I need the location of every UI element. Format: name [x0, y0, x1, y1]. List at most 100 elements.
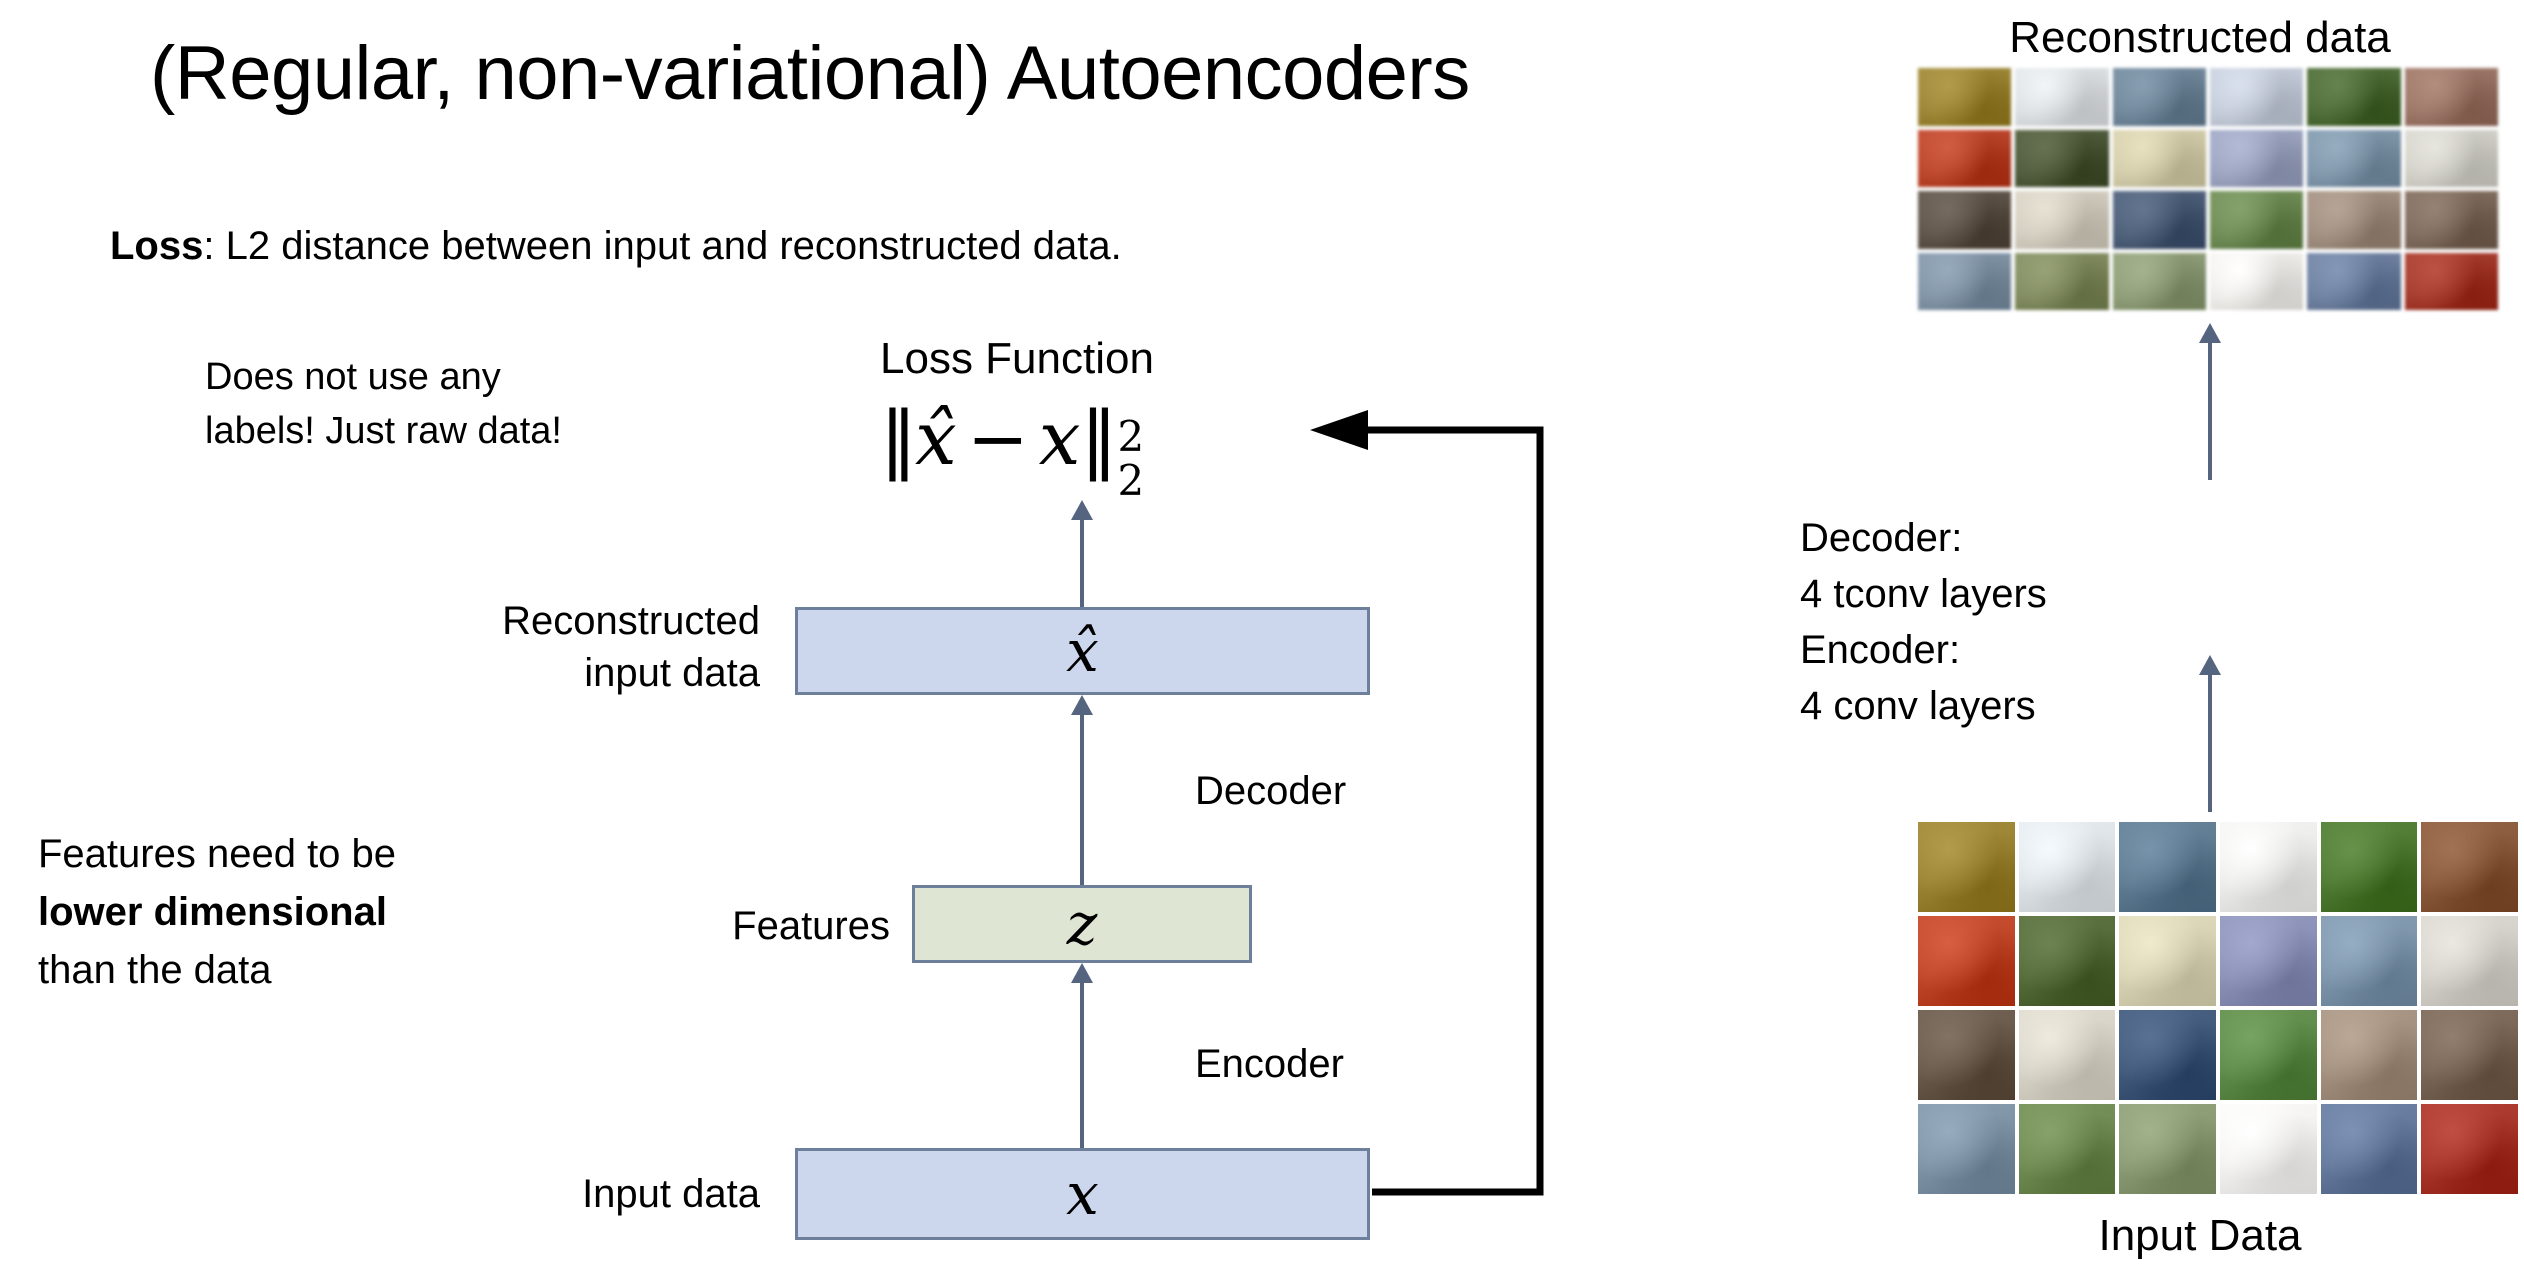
box-symbol-z: z: [1066, 890, 1098, 958]
image-tile: [2119, 916, 2216, 1006]
side-note-encoder-title: Encoder:: [1800, 628, 1961, 672]
image-tile: [2015, 191, 2109, 249]
box-features-z[interactable]: z: [912, 885, 1252, 963]
image-tile: [2018, 822, 2116, 912]
image-tile: [2119, 1010, 2216, 1100]
image-tile: [2015, 252, 2109, 310]
note-lower-dim-line1: Features need to be: [38, 832, 397, 876]
note-lower-dimensional: Features need to be lower dimensional th…: [38, 825, 598, 999]
image-tile: [2210, 68, 2304, 126]
image-tile: [1918, 68, 2012, 126]
image-tile: [2219, 916, 2317, 1006]
norm-open-bars: ‖: [880, 396, 917, 482]
image-tile: [2421, 1010, 2518, 1100]
image-tile: [1918, 252, 2012, 310]
note-lower-dim-line3: than the data: [38, 948, 272, 992]
image-tile: [2320, 822, 2418, 912]
box-reconstructed-xhat[interactable]: x̂: [795, 607, 1370, 695]
image-tile: [2307, 191, 2401, 249]
input-image-grid: [1918, 822, 2518, 1194]
arrow-x-to-z-head: [1071, 963, 1093, 983]
side-note-encoder-detail: 4 conv layers: [1800, 684, 2036, 728]
image-tile: [2307, 129, 2401, 187]
box-symbol-xhat: x̂: [1066, 617, 1099, 685]
image-tile: [2015, 129, 2109, 187]
image-tile: [2404, 191, 2498, 249]
caption-input-data: Input Data: [2098, 1211, 2302, 1260]
image-tile: [1918, 1104, 2015, 1194]
image-tile: [1918, 191, 2012, 249]
image-tile: [2210, 129, 2304, 187]
side-note-decoder-detail: 4 tconv layers: [1800, 572, 2047, 616]
image-tile: [2320, 916, 2418, 1006]
formula-subscript: 2: [1117, 456, 1145, 505]
image-tile: [2210, 191, 2304, 249]
arrow-x-to-z-shaft: [1080, 980, 1084, 1150]
formula-xhat: x̂: [915, 396, 957, 482]
image-tile: [2404, 252, 2498, 310]
arrow-xhat-to-loss-shaft: [1080, 516, 1084, 608]
arrow-decoder-right-head: [2199, 323, 2221, 343]
image-tile: [1918, 916, 2015, 1006]
arrow-z-to-xhat-head: [1071, 695, 1093, 715]
reconstructed-image-grid: [1918, 68, 2498, 310]
image-tile: [2018, 916, 2116, 1006]
page-title: (Regular, non-variational) Autoencoders: [150, 31, 1470, 116]
arrow-xhat-to-loss-head: [1071, 500, 1093, 520]
box-symbol-x: x: [1066, 1160, 1099, 1228]
image-tile: [2404, 129, 2498, 187]
note-no-labels-line1: Does not use any: [205, 356, 501, 398]
loss-function-heading: Loss Function: [880, 334, 1154, 383]
image-tile: [2112, 252, 2206, 310]
image-tile: [2320, 1104, 2418, 1194]
formula-superscript: 2: [1117, 412, 1145, 461]
side-note-decoder-title: Decoder:: [1800, 516, 1963, 560]
image-tile: [2015, 68, 2109, 126]
caption-reconstructed-data: Reconstructed data: [2009, 13, 2391, 62]
label-decoder: Decoder: [1195, 769, 1347, 813]
norm-close-bars: ‖: [1080, 396, 1117, 482]
label-reconstructed-line2: input data: [584, 651, 760, 695]
note-no-labels: Does not use any labels! Just raw data!: [205, 350, 625, 458]
image-tile: [2112, 129, 2206, 187]
formula-minus: −: [966, 396, 1029, 482]
note-no-labels-line2: labels! Just raw data!: [205, 410, 562, 452]
loss-bullet: Loss: L2 distance between input and reco…: [110, 220, 1122, 272]
image-tile: [1918, 822, 2015, 912]
label-input-data: Input data: [582, 1172, 760, 1216]
formula-x: x: [1038, 396, 1081, 482]
image-tile: [2112, 68, 2206, 126]
arrow-encoder-right-shaft: [2208, 672, 2212, 812]
image-tile: [2421, 1104, 2518, 1194]
image-tile: [2018, 1104, 2116, 1194]
image-tile: [2219, 1010, 2317, 1100]
image-tile: [2112, 191, 2206, 249]
image-tile: [2210, 252, 2304, 310]
image-tile: [2404, 68, 2498, 126]
image-tile: [2219, 822, 2317, 912]
arrow-decoder-right-shaft: [2208, 340, 2212, 480]
image-tile: [2119, 822, 2216, 912]
image-tile: [2219, 1104, 2317, 1194]
image-tile: [1918, 129, 2012, 187]
loss-bullet-label: Loss: [110, 224, 204, 268]
label-reconstructed-line1: Reconstructed: [502, 599, 760, 643]
image-tile: [2320, 1010, 2418, 1100]
side-notes-architecture: Decoder: 4 tconv layers Encoder: 4 conv …: [1800, 510, 2220, 734]
image-tile: [1918, 1010, 2015, 1100]
arrow-encoder-right-head: [2199, 655, 2221, 675]
image-tile: [2119, 1104, 2216, 1194]
image-tile: [2018, 1010, 2116, 1100]
box-input-x[interactable]: x: [795, 1148, 1370, 1240]
image-tile: [2307, 68, 2401, 126]
note-lower-dim-bold: lower dimensional: [38, 890, 387, 934]
image-tile: [2307, 252, 2401, 310]
label-reconstructed-input-data: Reconstructed input data: [330, 595, 760, 699]
label-features: Features: [732, 904, 890, 948]
arrow-z-to-xhat-shaft: [1080, 712, 1084, 886]
image-tile: [2421, 822, 2518, 912]
image-tile: [2421, 916, 2518, 1006]
